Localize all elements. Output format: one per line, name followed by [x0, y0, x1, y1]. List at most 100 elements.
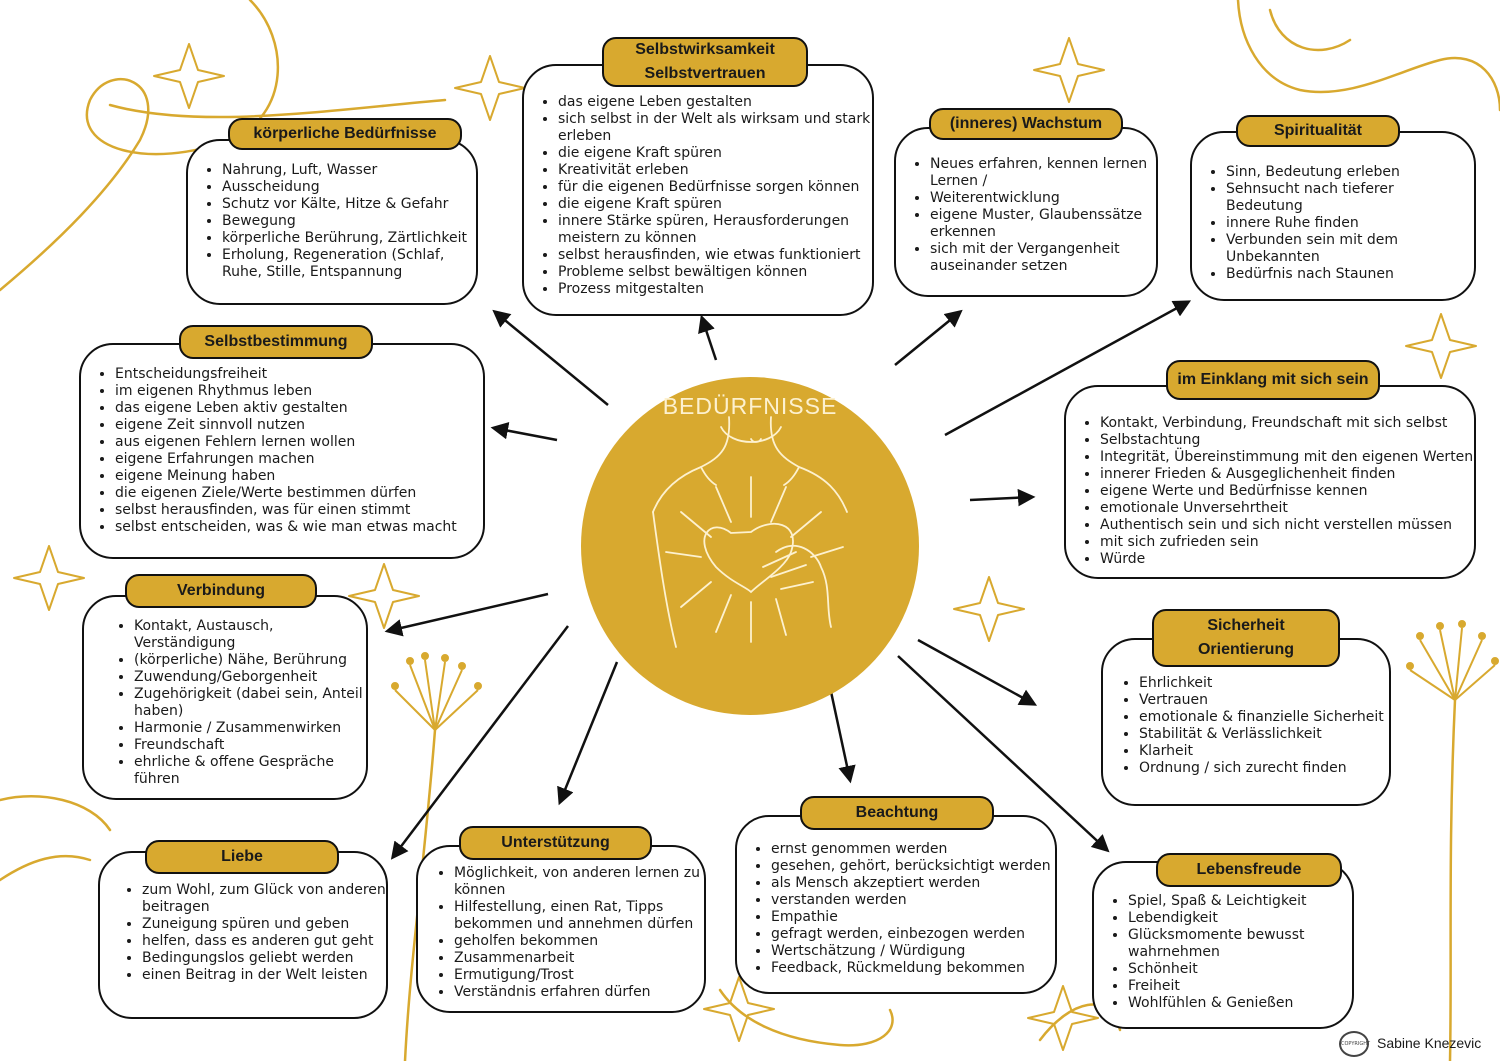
- list-item: Zuneigung spüren und geben: [142, 916, 386, 933]
- list-item: gesehen, gehört, berücksichtigt werden: [771, 858, 1055, 875]
- list-item: im eigenen Rhythmus leben: [115, 383, 483, 400]
- list-item: Kontakt, Verbindung, Freundschaft mit si…: [1100, 415, 1474, 432]
- star-icon: [454, 55, 526, 121]
- box-liebe: zum Wohl, zum Glück von anderen beitrage…: [98, 851, 388, 1019]
- list-item: Zusammenarbeit: [454, 950, 704, 967]
- list-item: Spiel, Spaß & Leichtigkeit: [1128, 893, 1352, 910]
- list-item: Klarheit: [1139, 743, 1389, 760]
- list-item: Würde: [1100, 551, 1474, 568]
- tag-title-line: Orientierung: [1197, 641, 1294, 658]
- arrow: [490, 422, 558, 442]
- list-item: Verbunden sein mit dem Unbekannten: [1226, 232, 1474, 266]
- author-signature: Sabine Knezevic: [1377, 1035, 1482, 1051]
- arrow: [894, 309, 963, 366]
- list-item: innere Ruhe finden: [1226, 215, 1474, 232]
- list-item: einen Beitrag in der Welt leisten: [142, 967, 386, 984]
- list-item: das eigene Leben aktiv gestalten: [115, 400, 483, 417]
- list-item: Sehnsucht nach tieferer Bedeutung: [1226, 181, 1474, 215]
- list-item: Probleme selbst bewältigen können: [558, 264, 872, 281]
- list-item: Sinn, Bedeutung erleben: [1226, 164, 1474, 181]
- list-item: mit sich zufrieden sein: [1100, 534, 1474, 551]
- list-item: aus eigenen Fehlern lernen wollen: [115, 434, 483, 451]
- tag-title-line: Selbstvertrauen: [644, 65, 766, 82]
- tag-beachtung: Beachtung: [800, 796, 994, 830]
- list-item: gefragt werden, einbezogen werden: [771, 926, 1055, 943]
- list-item: helfen, dass es anderen gut geht: [142, 933, 386, 950]
- heart-hand-illustration: [652, 416, 848, 648]
- arrow: [917, 638, 1038, 706]
- list-item: die eigene Kraft spüren: [558, 196, 872, 213]
- need-list: Möglichkeit, von anderen lernen zu könne…: [418, 865, 704, 1001]
- need-list: EhrlichkeitVertrauenemotionale & finanzi…: [1103, 675, 1389, 777]
- tag-title-line: Unterstützung: [501, 834, 610, 851]
- dandelion-right-icon: [1406, 620, 1499, 701]
- tag-spiritualitaet: Spiritualität: [1236, 115, 1400, 147]
- list-item: Neues erfahren, kennen lernen Lernen /: [930, 156, 1156, 190]
- list-item: Verständnis erfahren dürfen: [454, 984, 704, 1001]
- arrow: [390, 625, 569, 860]
- box-spiritualitaet: Sinn, Bedeutung erlebenSehnsucht nach ti…: [1190, 131, 1476, 301]
- arrow: [969, 488, 1036, 507]
- list-item: Wertschätzung / Würdigung: [771, 943, 1055, 960]
- need-list: Kontakt, Verbindung, Freundschaft mit si…: [1066, 415, 1474, 568]
- need-list: zum Wohl, zum Glück von anderen beitrage…: [100, 882, 386, 984]
- star-icon: [1405, 313, 1477, 379]
- list-item: eigene Werte und Bedürfnisse kennen: [1100, 483, 1474, 500]
- list-item: Schönheit: [1128, 961, 1352, 978]
- tag-title-line: (inneres) Wachstum: [949, 115, 1103, 132]
- list-item: selbst entscheiden, was & wie man etwas …: [115, 519, 483, 536]
- list-item: Freundschaft: [134, 737, 366, 754]
- arrow: [557, 661, 619, 806]
- list-item: (körperliche) Nähe, Berührung: [134, 652, 366, 669]
- arrows: [384, 300, 1192, 860]
- tag-title-line: körperliche Bedürfnisse: [253, 125, 437, 142]
- list-item: selbst herausfinden, was für einen stimm…: [115, 502, 483, 519]
- need-list: das eigene Leben gestaltensich selbst in…: [524, 94, 872, 298]
- tag-lebensfreude: Lebensfreude: [1156, 853, 1342, 887]
- list-item: Zugehörigkeit (dabei sein, Anteil haben): [134, 686, 366, 720]
- list-item: die eigene Kraft spüren: [558, 145, 872, 162]
- list-item: innerer Frieden & Ausgeglichenheit finde…: [1100, 466, 1474, 483]
- tag-inneres-wachstum: (inneres) Wachstum: [929, 108, 1123, 140]
- list-item: Kreativität erleben: [558, 162, 872, 179]
- list-item: Prozess mitgestalten: [558, 281, 872, 298]
- box-unterstuetzung: Möglichkeit, von anderen lernen zu könne…: [416, 845, 706, 1013]
- need-list: Entscheidungsfreiheitim eigenen Rhythmus…: [81, 366, 483, 536]
- box-sicherheit: EhrlichkeitVertrauenemotionale & finanzi…: [1101, 638, 1391, 806]
- list-item: eigene Erfahrungen machen: [115, 451, 483, 468]
- list-item: Entscheidungsfreiheit: [115, 366, 483, 383]
- need-list: Sinn, Bedeutung erlebenSehnsucht nach ti…: [1192, 164, 1474, 283]
- list-item: emotionale Unversehrtheit: [1100, 500, 1474, 517]
- box-beachtung: ernst genommen werdengesehen, gehört, be…: [735, 815, 1057, 994]
- need-list: ernst genommen werdengesehen, gehört, be…: [737, 841, 1055, 977]
- list-item: Bedürfnis nach Staunen: [1226, 266, 1474, 283]
- list-item: Nahrung, Luft, Wasser: [222, 162, 476, 179]
- box-inneres-wachstum: Neues erfahren, kennen lernen Lernen /We…: [894, 127, 1158, 297]
- list-item: Stabilität & Verlässlichkeit: [1139, 726, 1389, 743]
- star-icon: [13, 545, 85, 611]
- star-icon: [1027, 985, 1099, 1051]
- list-item: Ermutigung/Trost: [454, 967, 704, 984]
- list-item: innere Stärke spüren, Herausforderungen …: [558, 213, 872, 247]
- star-icons: [13, 37, 1477, 1051]
- list-item: Wohlfühlen & Genießen: [1128, 995, 1352, 1012]
- box-koerperliche-beduerfnisse: Nahrung, Luft, WasserAusscheidungSchutz …: [186, 139, 478, 305]
- list-item: Ausscheidung: [222, 179, 476, 196]
- list-item: als Mensch akzeptiert werden: [771, 875, 1055, 892]
- dandelion-left-icon: [391, 652, 482, 731]
- list-item: Weiterentwicklung: [930, 190, 1156, 207]
- list-item: Ehrlichkeit: [1139, 675, 1389, 692]
- star-icon: [1033, 37, 1105, 103]
- box-selbstbestimmung: Entscheidungsfreiheitim eigenen Rhythmus…: [79, 343, 485, 559]
- center-circle: [581, 377, 919, 715]
- list-item: eigene Muster, Glaubenssätze erkennen: [930, 207, 1156, 241]
- list-item: das eigene Leben gestalten: [558, 94, 872, 111]
- arrow: [828, 686, 856, 784]
- list-item: Feedback, Rückmeldung bekommen: [771, 960, 1055, 977]
- tag-title-line: im Einklang mit sich sein: [1177, 371, 1369, 388]
- box-einklang: Kontakt, Verbindung, Freundschaft mit si…: [1064, 385, 1476, 579]
- list-item: Freiheit: [1128, 978, 1352, 995]
